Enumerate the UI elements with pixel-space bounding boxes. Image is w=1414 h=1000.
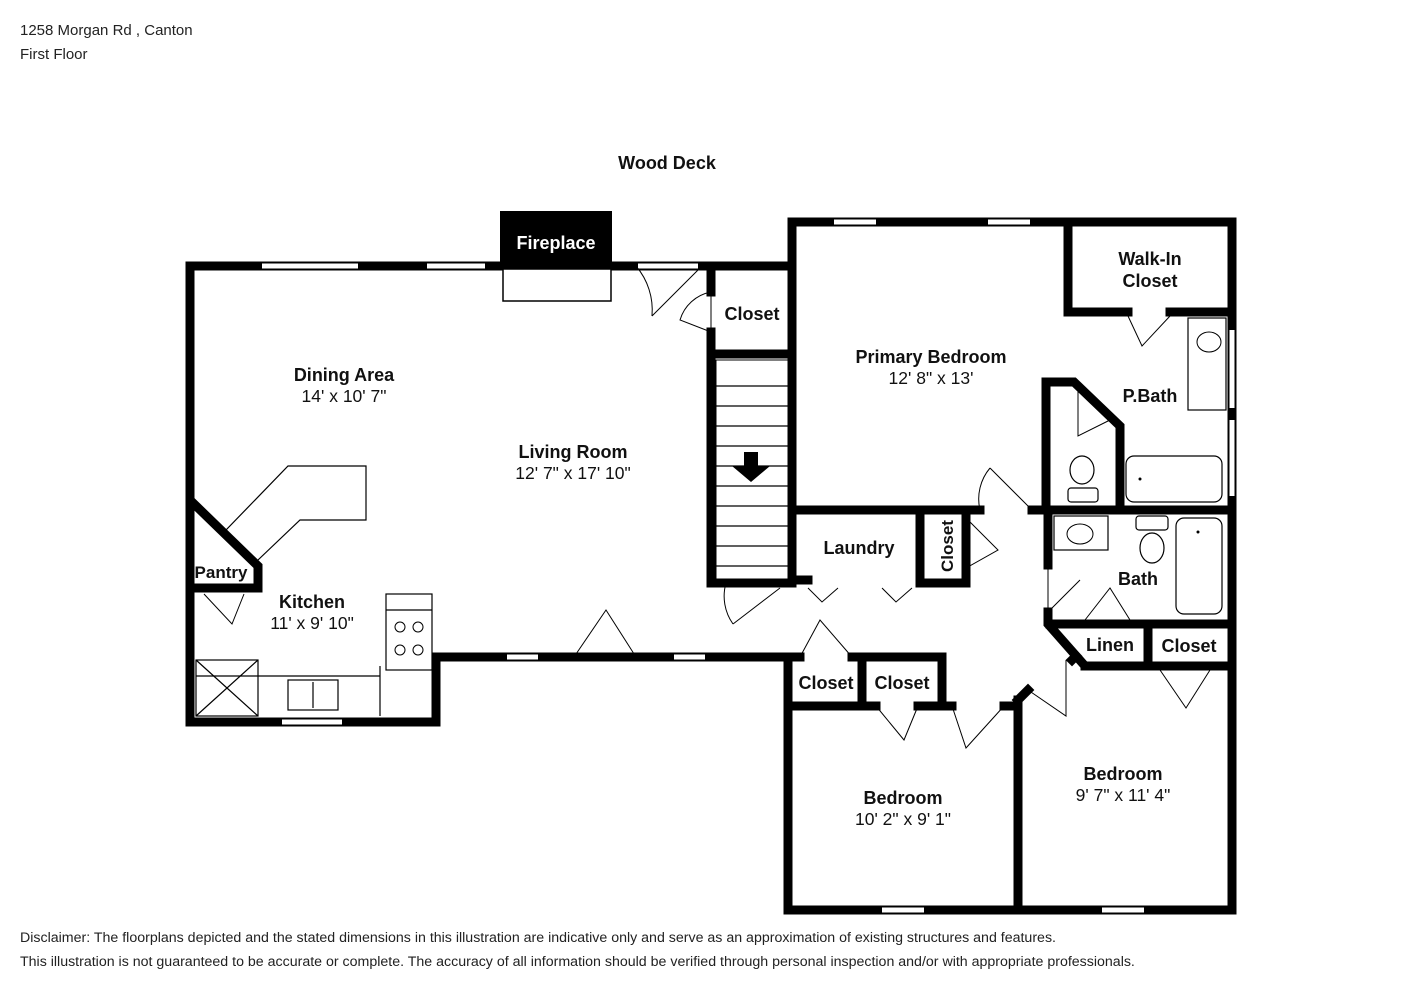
living-room-name: Living Room — [519, 442, 628, 462]
stairs — [715, 359, 789, 581]
closet-bath-label: Closet — [1161, 636, 1216, 656]
primary-bedroom-name: Primary Bedroom — [855, 347, 1006, 367]
floor-label: First Floor — [20, 46, 88, 63]
bedroom-1-dims: 10' 2" x 9' 1" — [855, 809, 951, 829]
closet-b-label: Closet — [874, 673, 929, 693]
wood-deck-label: Wood Deck — [618, 153, 717, 173]
bath-fixtures — [1053, 317, 1227, 615]
disclaimer-line-1: Disclaimer: The floorplans depicted and … — [20, 930, 1056, 946]
windows — [260, 217, 1237, 915]
primary-bedroom-dims: 12' 8" x 13' — [889, 368, 974, 388]
living-room-dims: 12' 7" x 17' 10" — [515, 463, 630, 483]
kitchen-dims: 11' x 9' 10" — [270, 613, 354, 633]
laundry-label: Laundry — [823, 538, 894, 558]
doors — [203, 265, 1211, 749]
linen-label: Linen — [1086, 635, 1134, 655]
kitchen-name: Kitchen — [279, 592, 345, 612]
dining-area-name: Dining Area — [294, 365, 395, 385]
bedroom-1-name: Bedroom — [863, 788, 942, 808]
pantry-label: Pantry — [195, 563, 248, 582]
interior-walls — [185, 217, 1237, 915]
address-text: 1258 Morgan Rd , Canton — [20, 22, 193, 39]
kitchen-fixtures — [195, 465, 433, 717]
bedroom-2-name: Bedroom — [1083, 764, 1162, 784]
closet-laundry-label: Closet — [938, 520, 957, 572]
bedroom-2-dims: 9' 7" x 11' 4" — [1076, 785, 1171, 805]
closet-a-label: Closet — [798, 673, 853, 693]
disclaimer-line-2: This illustration is not guaranteed to b… — [20, 954, 1135, 970]
fireplace-label: Fireplace — [516, 233, 595, 253]
p-bath-label: P.Bath — [1123, 386, 1178, 406]
closet-stair-label: Closet — [724, 304, 779, 324]
bath-label: Bath — [1118, 569, 1158, 589]
dining-area-dims: 14' x 10' 7" — [302, 386, 387, 406]
walk-in-closet-label-2: Closet — [1122, 271, 1177, 291]
walk-in-closet-label-1: Walk-In — [1118, 249, 1181, 269]
fireplace: Fireplace — [500, 211, 612, 302]
